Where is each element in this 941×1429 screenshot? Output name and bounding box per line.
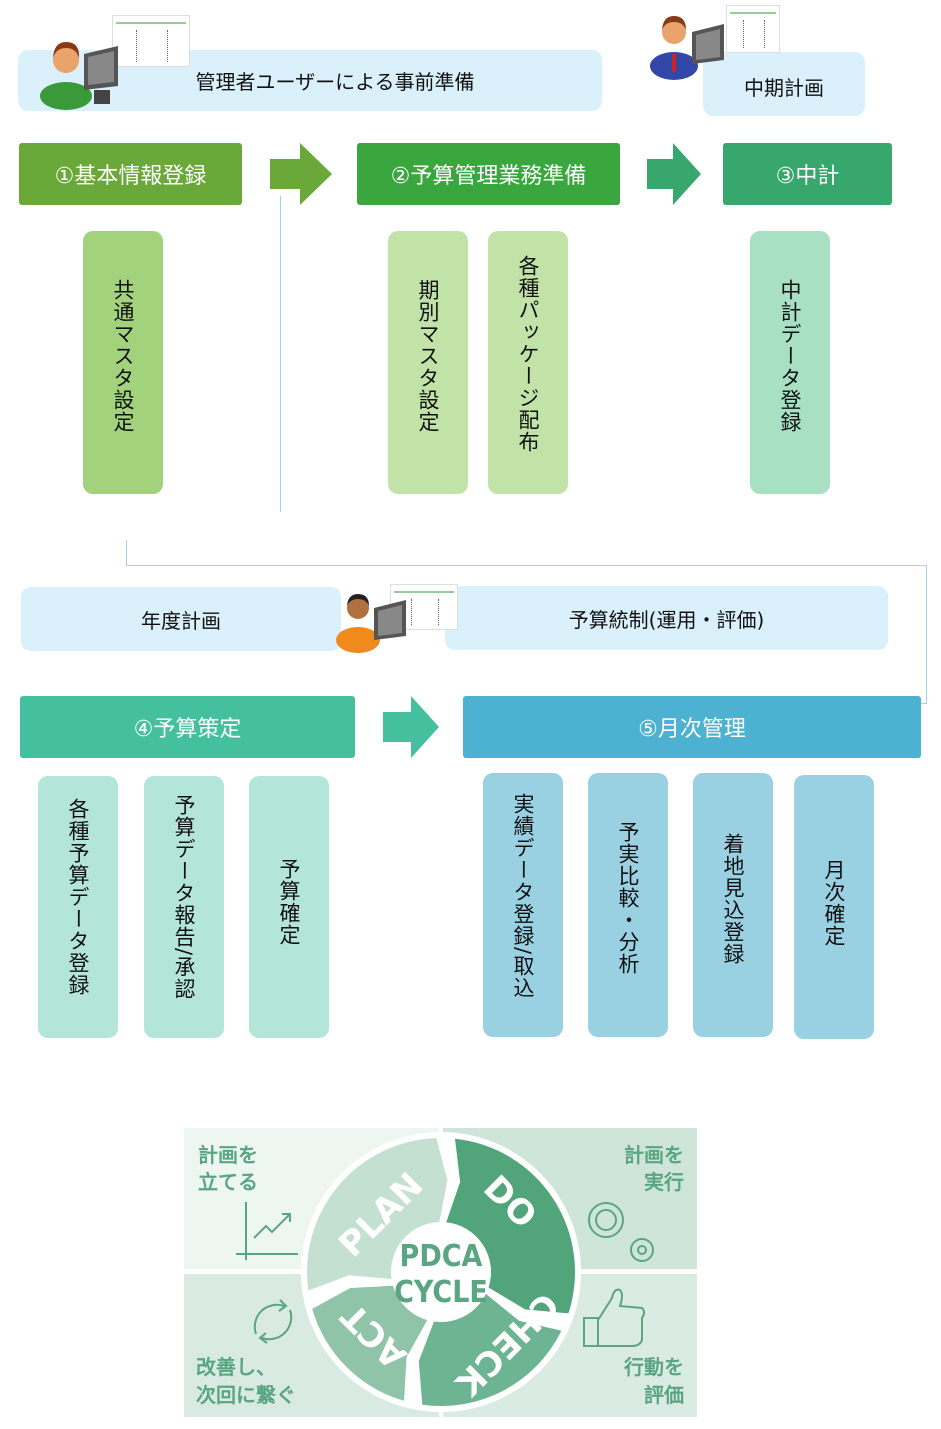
card-period-master-setup: 期別マスタ設定 xyxy=(388,231,468,494)
step-budget-formulation: ④予算策定 xyxy=(20,696,355,758)
act-segment xyxy=(312,1285,428,1401)
budget-control-banner: 予算統制(運用・評価) xyxy=(445,586,888,650)
budget-user-icon xyxy=(336,594,406,653)
card-label: 着地見込登録 xyxy=(721,833,745,965)
card-label: 月次確定 xyxy=(822,859,846,947)
card-budget-data-registration: 各種予算データ登録 xyxy=(38,776,118,1038)
step-basic-info-registration: ①基本情報登録 xyxy=(19,143,242,205)
card-label: 中計データ登録 xyxy=(778,279,802,433)
pdca-title: PDCA xyxy=(400,1239,483,1274)
card-common-master-setup: 共通マスタ設定 xyxy=(83,231,163,494)
card-label: 予算データ報告/承認 xyxy=(172,794,196,1001)
arrow-right-icon xyxy=(647,143,701,205)
card-label: 予実比較・分析 xyxy=(616,821,640,975)
midterm-user-icon xyxy=(650,16,724,80)
step-label: ①基本情報登録 xyxy=(54,164,207,189)
connector-line xyxy=(280,196,281,512)
admin-user-icon xyxy=(40,42,118,110)
growth-chart-icon xyxy=(236,1202,298,1260)
refresh-cycle-icon xyxy=(253,1299,293,1344)
plan-caption: 計画を xyxy=(198,1143,258,1167)
do-caption: 実行 xyxy=(644,1170,684,1194)
card-package-distribution: 各種パッケージ配布 xyxy=(488,231,568,494)
card-label: 実績データ登録/取込 xyxy=(511,793,535,1000)
arrow-right-icon xyxy=(383,696,439,758)
card-budget-actual-analysis: 予実比較・分析 xyxy=(588,773,668,1037)
do-caption: 計画を xyxy=(624,1143,684,1167)
step-label: ⑤月次管理 xyxy=(638,717,746,742)
step-label: ②予算管理業務準備 xyxy=(390,164,587,189)
connector-line xyxy=(926,565,927,704)
connector-line xyxy=(126,565,926,566)
card-budget-report-approval: 予算データ報告/承認 xyxy=(144,776,224,1038)
card-budget-confirm: 予算確定 xyxy=(249,776,329,1038)
card-label: 共通マスタ設定 xyxy=(111,279,135,433)
step-label: ④予算策定 xyxy=(133,717,242,742)
pdca-cycle-graphic: PDCA CYCLE PLAN DO CHECK ACT 計画を 立てる 計画を… xyxy=(184,1128,697,1417)
card-label: 各種予算データ登録 xyxy=(66,798,90,996)
midterm-plan-banner: 中期計画 xyxy=(703,52,865,116)
card-label: 予算確定 xyxy=(277,858,301,946)
card-actual-data-import: 実績データ登録/取込 xyxy=(483,773,563,1037)
gears-icon xyxy=(588,1202,654,1262)
check-segment xyxy=(418,1293,562,1406)
banner-label: 中期計画 xyxy=(744,75,824,100)
connector-line xyxy=(126,540,127,565)
plan-segment xyxy=(307,1138,448,1291)
step-label: ③中計 xyxy=(775,164,840,189)
card-monthly-close: 月次確定 xyxy=(794,775,874,1039)
card-forecast-registration: 着地見込登録 xyxy=(693,773,773,1037)
check-caption: 評価 xyxy=(644,1383,684,1407)
pdca-subtitle: CYCLE xyxy=(394,1275,488,1310)
check-caption: 行動を xyxy=(623,1355,684,1379)
do-segment xyxy=(446,1138,575,1314)
step-midterm: ③中計 xyxy=(723,143,892,205)
step-budget-management-prep: ②予算管理業務準備 xyxy=(357,143,620,205)
banner-label: 年度計画 xyxy=(141,608,221,633)
act-caption: 次回に繋ぐ xyxy=(196,1383,296,1407)
arrow-right-icon xyxy=(270,143,332,205)
plan-caption: 立てる xyxy=(198,1170,258,1194)
thumbs-up-icon xyxy=(583,1288,645,1347)
banner-label: 管理者ユーザーによる事前準備 xyxy=(195,70,475,94)
card-label: 期別マスタ設定 xyxy=(416,279,440,433)
screenshot-thumbnail xyxy=(726,5,780,53)
act-caption: 改善し、 xyxy=(196,1355,276,1379)
card-midterm-data-registration: 中計データ登録 xyxy=(750,231,830,494)
card-label: 各種パッケージ配布 xyxy=(516,255,540,453)
screenshot-thumbnail xyxy=(112,15,190,67)
step-monthly-management: ⑤月次管理 xyxy=(463,696,921,758)
annual-plan-banner: 年度計画 xyxy=(21,587,341,651)
banner-label: 予算統制(運用・評価) xyxy=(568,607,765,632)
